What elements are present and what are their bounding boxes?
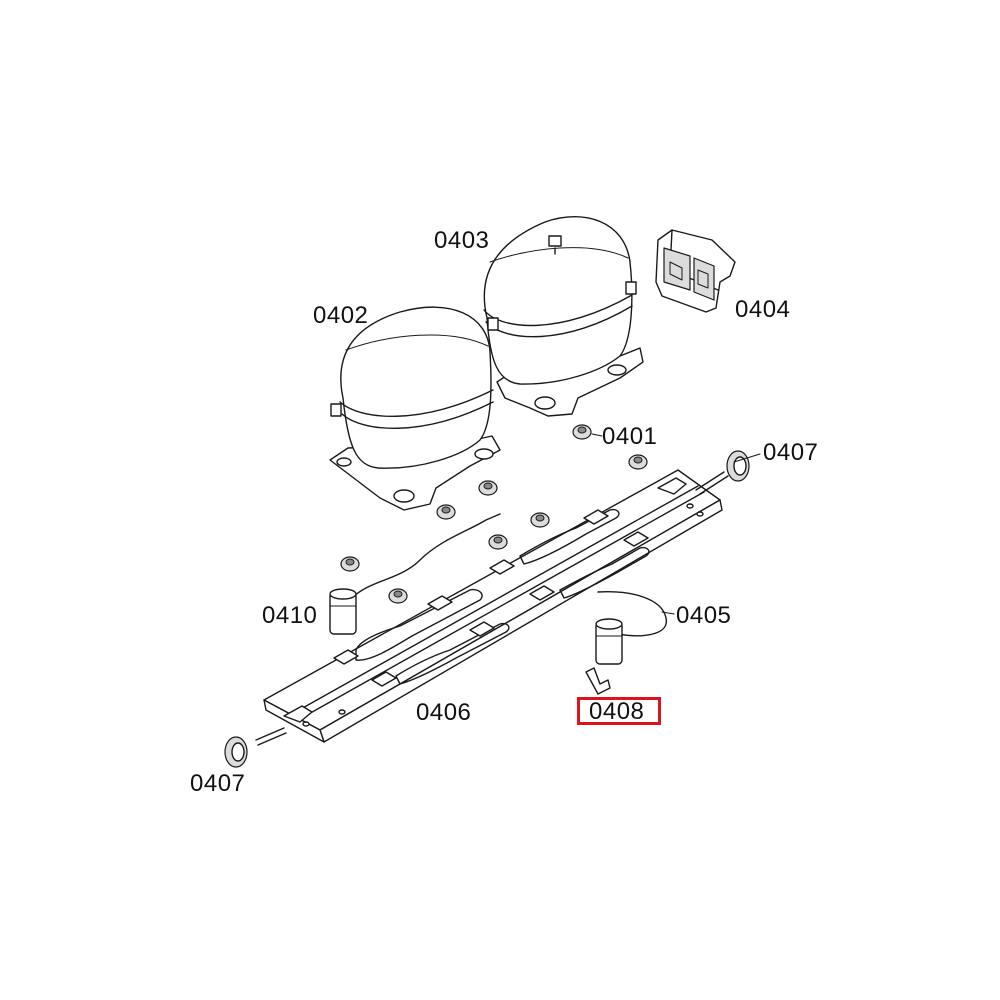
compressor-0403 [483, 216, 644, 417]
label-0408: 0408 [589, 698, 645, 725]
roller-0407-left [224, 727, 287, 768]
compressor-0402 [329, 306, 501, 511]
label-0402: 0402 [313, 302, 369, 329]
label-0407-left: 0407 [190, 770, 246, 797]
leader-lines [591, 433, 761, 615]
capacitor-0405 [595, 591, 667, 665]
bracket-0408 [585, 667, 611, 695]
label-0401: 0401 [602, 423, 658, 450]
label-0404: 0404 [735, 296, 791, 323]
label-0403: 0403 [434, 227, 490, 254]
base-rail-0406 [263, 469, 723, 743]
label-0406: 0406 [416, 699, 472, 726]
relay-0404 [655, 229, 736, 313]
label-0410: 0410 [262, 602, 318, 629]
capacitor-0410 [329, 513, 501, 635]
highlight-box-0408 [577, 697, 661, 725]
roller-0407-right [695, 450, 750, 495]
label-0405: 0405 [676, 602, 732, 629]
mounting-nuts-0401 [340, 424, 648, 604]
label-0407-right: 0407 [763, 439, 819, 466]
